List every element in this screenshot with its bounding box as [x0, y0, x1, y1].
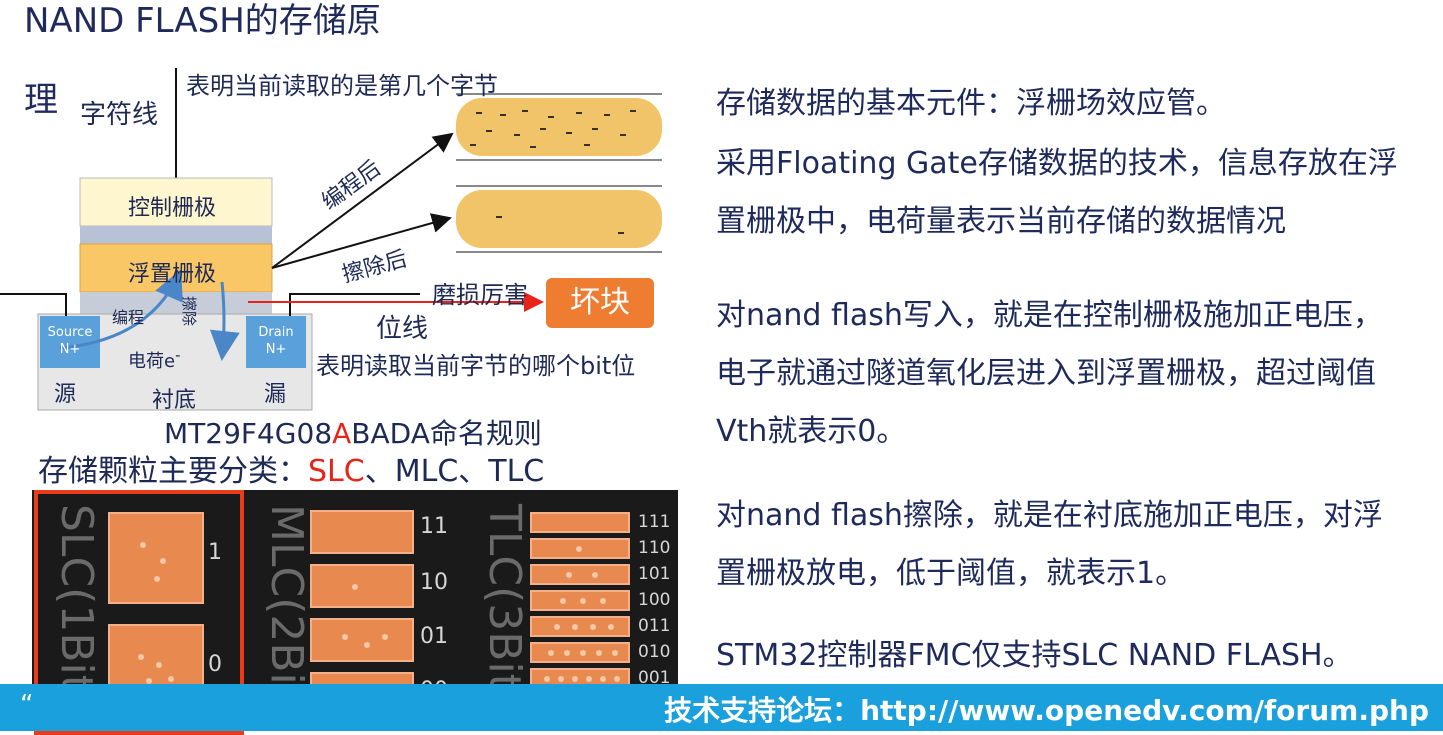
bit-line-note: 表明读取当前字节的哪个bit位 — [316, 352, 636, 380]
text-line-2: 采用Floating Gate存储数据的技术，信息存放在浮 — [716, 146, 1398, 181]
mlc-cell-01 — [310, 618, 414, 662]
erased-cell — [456, 190, 662, 248]
page-title: NAND FLASH的存储原 — [24, 1, 381, 41]
source-wire — [0, 293, 67, 316]
substrate-label: 衬底 — [152, 388, 197, 413]
control-gate-label: 控制栅极 — [128, 196, 217, 221]
programmed-cell — [456, 98, 662, 156]
footer-left-mark: “ — [20, 690, 34, 720]
categories-slc: SLC — [308, 454, 365, 489]
naming-highlight: A — [332, 417, 352, 450]
tlc-code-101: 101 — [638, 564, 671, 584]
program-arrow — [59, 269, 183, 350]
page-title-continued: 理 — [24, 80, 58, 120]
drain-wire — [289, 293, 420, 316]
text-line-9: STM32控制器FMC仅支持SLC NAND FLASH。 — [716, 638, 1353, 673]
slc-cell-1 — [108, 512, 204, 604]
naming-post: BADA命名规则 — [351, 417, 542, 450]
tlc-cell-010 — [530, 642, 630, 663]
word-line-label: 字符线 — [80, 100, 159, 130]
tlc-cell-111 — [530, 512, 630, 533]
control-gate-block — [79, 177, 273, 227]
oxide-layer — [80, 226, 272, 244]
footer-bar — [0, 684, 1443, 731]
text-line-8: 置栅极放电，低于阈值，就表示1。 — [716, 556, 1186, 591]
mlc-code-10: 10 — [420, 570, 448, 595]
drain-cn-label: 漏 — [264, 382, 287, 407]
text-line-1: 存储数据的基本元件：浮栅场效应管。 — [716, 86, 1226, 121]
tlc-code-111: 111 — [638, 512, 671, 532]
text-line-5: 电子就通过隧道氧化层进入到浮置栅极，超过阈值 — [716, 356, 1376, 391]
tlc-code-100: 100 — [638, 590, 671, 610]
source-cn-label: 源 — [54, 382, 77, 407]
wear-label: 磨损厉害 — [432, 281, 528, 309]
after-erase-arrow — [271, 213, 452, 269]
source-label: Source N+ — [46, 325, 94, 359]
source-n-text: N+ — [59, 341, 81, 357]
bit-line-label: 位线 — [376, 314, 429, 344]
electrons-programmed — [470, 110, 636, 148]
mlc-cell-10 — [310, 564, 414, 608]
mlc-code-01: 01 — [420, 624, 448, 649]
tlc-code-001: 001 — [638, 668, 671, 688]
categories-pre: 存储颗粒主要分类： — [38, 454, 308, 489]
mlc-code-11: 11 — [420, 514, 448, 539]
tlc-cell-100 — [530, 590, 630, 611]
tlc-vertical-label: TLC(3Bit) — [479, 504, 530, 709]
drain-region — [246, 316, 306, 368]
bad-block-badge: 坏块 — [546, 278, 654, 328]
slc-vertical-label: SLC(1Bit) — [51, 504, 102, 710]
forum-link[interactable]: 技术支持论坛：http://www.openedv.com/forum.php — [664, 694, 1429, 727]
tunnel-oxide — [80, 292, 272, 314]
drain-text: Drain — [258, 325, 294, 340]
charge-text: 电荷e — [128, 351, 176, 372]
text-line-4: 对nand flash写入，就是在控制栅极施加正电压， — [716, 298, 1383, 333]
mlc-cell-11 — [310, 510, 414, 554]
text-line-3: 置栅极中，电荷量表示当前存储的数据情况 — [716, 204, 1286, 239]
source-text: Source — [47, 325, 93, 340]
charge-superscript: - — [175, 346, 181, 364]
naming-rule: MT29F4G08ABADA命名规则 — [164, 412, 542, 452]
after-program-arrow — [271, 132, 454, 269]
drain-label: Drain N+ — [252, 325, 300, 359]
electrons-erased — [496, 216, 624, 234]
word-line-note: 表明当前读取的是第几个字节 — [186, 72, 498, 100]
slc-code-1: 1 — [208, 540, 222, 565]
floating-gate-diagram — [0, 68, 662, 411]
erase-arrow — [209, 281, 240, 361]
categories-rest: 、MLC、TLC — [364, 454, 545, 489]
tlc-code-110: 110 — [638, 538, 671, 558]
slc-code-0: 0 — [208, 652, 222, 677]
charge-label: 电荷e- — [128, 346, 181, 373]
tlc-code-010: 010 — [638, 642, 671, 662]
text-line-6: Vth就表示0。 — [716, 414, 907, 449]
tlc-cell-011 — [530, 616, 630, 637]
text-line-7: 对nand flash擦除，就是在衬底施加正电压，对浮 — [716, 498, 1383, 533]
tlc-cell-110 — [530, 538, 630, 559]
program-label: 编程 — [112, 308, 145, 327]
floating-gate-label: 浮置栅极 — [128, 262, 217, 287]
naming-pre: MT29F4G08 — [164, 417, 333, 450]
tlc-code-011: 011 — [638, 616, 671, 636]
categories-line: 存储颗粒主要分类：SLC、MLC、TLC — [38, 446, 544, 490]
drain-n-text: N+ — [265, 341, 287, 357]
tlc-cell-101 — [530, 564, 630, 585]
erase-label: 擦除 — [180, 296, 198, 327]
